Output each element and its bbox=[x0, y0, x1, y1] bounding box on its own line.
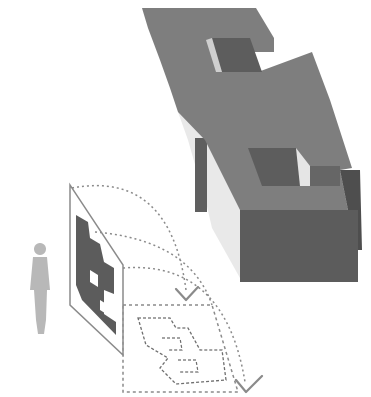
building-front-face bbox=[240, 210, 358, 282]
vertical-panel bbox=[70, 185, 123, 355]
arrow-head-2 bbox=[236, 376, 262, 392]
person-head bbox=[34, 243, 46, 255]
building-left-shadow bbox=[195, 138, 207, 212]
building-notch-lower-side bbox=[310, 166, 340, 186]
arc-middle bbox=[123, 268, 245, 382]
arrow-heads bbox=[176, 287, 262, 392]
building-3d bbox=[142, 8, 362, 282]
person-body bbox=[30, 257, 50, 334]
ground-plan bbox=[123, 305, 238, 392]
arrow-head-1 bbox=[176, 287, 198, 300]
person-silhouette bbox=[30, 243, 50, 334]
ground-plan-outline bbox=[138, 318, 226, 384]
ground-plan-inner bbox=[162, 338, 198, 372]
